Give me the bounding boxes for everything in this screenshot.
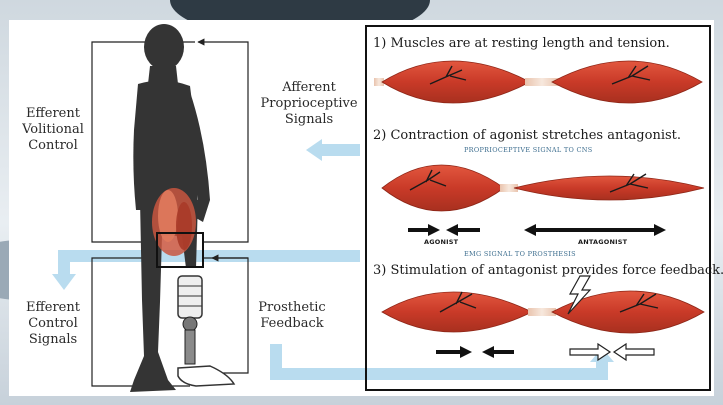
antagonist-label: ANTAGONIST (578, 238, 627, 246)
step-3-text: 3) Stimulation of antagonist provides fo… (373, 263, 723, 278)
thigh-muscles (152, 188, 196, 256)
muscle-pair-stimulation (382, 276, 704, 360)
agonist-muscle (382, 292, 532, 332)
agonist-muscle (382, 165, 504, 211)
emg-arrow-body (70, 250, 360, 262)
label-afferent-proprioceptive: Afferent Proprioceptive Signals (252, 80, 366, 128)
feedback-arrow-body (270, 368, 608, 380)
feedback-arrow-icon (614, 344, 654, 360)
label-efferent-control: Efferent Control Signals (14, 300, 92, 348)
antagonist-muscle (552, 291, 704, 333)
label-efferent-volitional: Efferent Volitional Control (14, 106, 92, 154)
antagonist-muscle (552, 61, 702, 103)
muscle-pair-contraction (382, 165, 704, 236)
agonist-label: AGONIST (424, 238, 458, 246)
head (144, 24, 184, 70)
label-prosthetic-feedback: Prosthetic Feedback (252, 300, 332, 332)
muscle-pair-resting (374, 61, 702, 103)
prosthesis (178, 276, 234, 386)
antagonist-muscle (514, 176, 704, 200)
step-1-text: 1) Muscles are at resting length and ten… (373, 36, 670, 51)
proprioceptive-signal-label: PROPRIOCEPTIVE SIGNAL TO CNS (464, 146, 592, 154)
step-2-text: 2) Contraction of agonist stretches anta… (373, 128, 681, 143)
emg-signal-label: EMG SIGNAL TO PROSTHESIS (464, 250, 576, 258)
emg-arrow-head (52, 274, 76, 290)
agonist-muscle (382, 61, 530, 103)
